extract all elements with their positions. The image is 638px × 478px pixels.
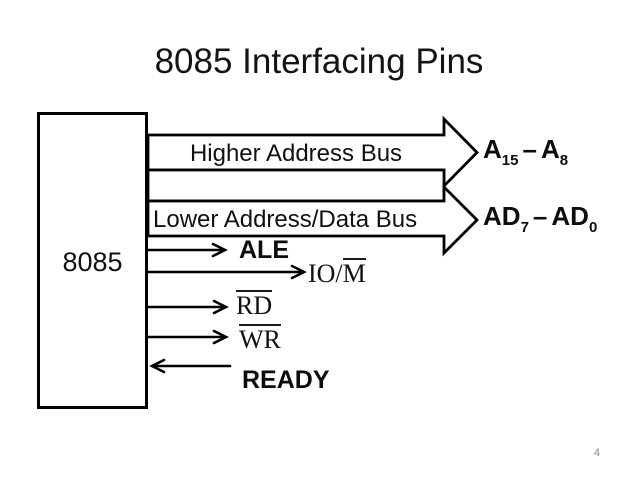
chip-8085-label: 8085 <box>62 247 123 277</box>
pin-range-ad7-ad0: AD7–AD0 <box>483 201 597 236</box>
slide-title: 8085 Interfacing Pins <box>154 42 484 81</box>
wr-overlined-text: WR <box>239 324 281 354</box>
wr-signal-label: WR <box>239 324 281 355</box>
page-number: 4 <box>593 447 600 459</box>
wr-arrow <box>146 329 229 345</box>
pin-range-dash: – <box>522 134 537 164</box>
ready-arrow <box>149 358 232 374</box>
ready-signal-label: READY <box>242 366 330 394</box>
io-m-arrow <box>146 264 307 280</box>
ale-arrow <box>146 242 228 258</box>
chip-8085-box <box>37 112 148 409</box>
io-m-overlined-m: M <box>342 258 366 288</box>
pin-ad0-sub: 0 <box>588 219 598 236</box>
lower-address-data-bus-label: Lower Address/Data Bus <box>153 206 418 233</box>
pin-a15-base: A <box>483 134 502 164</box>
pin-a8-sub: 8 <box>559 152 569 169</box>
rd-overlined-text: RD <box>236 290 273 320</box>
pin-ad7-sub: 7 <box>520 219 529 236</box>
pin-a8-base: A <box>540 134 560 164</box>
pin-range-dash: – <box>532 201 548 231</box>
rd-arrow <box>146 299 229 315</box>
lower-address-data-bus-arrow-shape <box>146 183 479 257</box>
io-m-prefix: IO/ <box>308 259 343 288</box>
io-m-signal-label: IO/M <box>308 258 366 289</box>
bus-connector-rect <box>146 168 446 203</box>
rd-signal-label: RD <box>236 290 273 321</box>
higher-address-bus-label: Higher Address Bus <box>189 140 403 167</box>
pin-a15-sub: 15 <box>501 152 519 169</box>
pin-range-a15-a8: A15–A8 <box>483 134 568 169</box>
pin-ad0-base: AD <box>551 201 589 231</box>
pin-ad7-base: AD <box>483 201 521 231</box>
ale-signal-label: ALE <box>239 236 289 264</box>
